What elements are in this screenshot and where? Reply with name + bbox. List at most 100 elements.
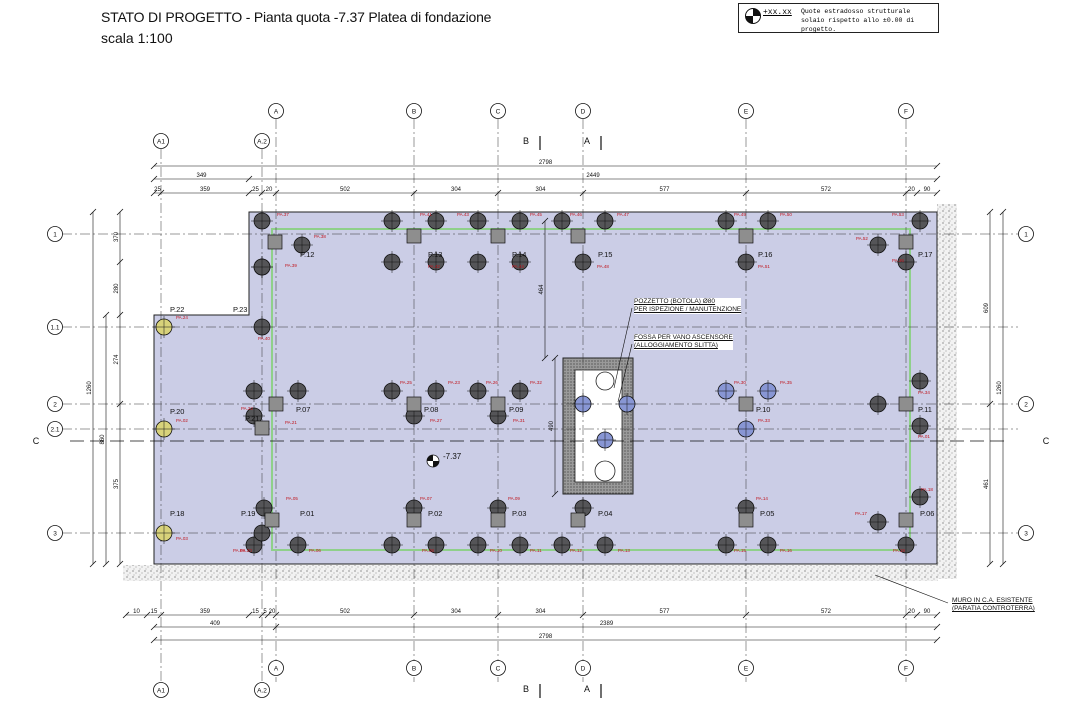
sump-ring bbox=[594, 460, 616, 482]
drawing-scale: scala 1:100 bbox=[101, 30, 173, 46]
dim-right-seg-value: 609 bbox=[984, 302, 990, 313]
pillar-label: P.20 bbox=[170, 407, 184, 416]
pile-label: PA.41 bbox=[420, 212, 432, 217]
pile-label: PA.16 bbox=[780, 548, 792, 553]
dim-right-seg-value: 461 bbox=[984, 478, 990, 489]
pillar-block bbox=[490, 512, 506, 528]
grid-label-col: A bbox=[274, 666, 279, 673]
dim-bottom-total-tick bbox=[150, 636, 158, 644]
dim-bottom-row1-tick bbox=[157, 611, 165, 619]
pillar-label: P.02 bbox=[428, 509, 442, 518]
dim-top-row3-tick bbox=[150, 189, 158, 197]
inspection-hatch bbox=[595, 371, 615, 391]
dim-bottom-row1-value: 5 bbox=[263, 609, 267, 615]
pillar-block bbox=[898, 396, 914, 412]
grid-bubble-col bbox=[490, 103, 506, 119]
dim-top-row3-tick bbox=[933, 189, 941, 197]
pillar-label: P.14 bbox=[512, 250, 526, 259]
pile-label: PA.07 bbox=[420, 496, 432, 501]
dim-left-inner-value: 860 bbox=[100, 434, 106, 445]
drawing-title: STATO DI PROGETTO - Pianta quota -7.37 P… bbox=[101, 9, 492, 25]
dim-left-seg-tick bbox=[116, 400, 124, 408]
pile-label: PA.10 bbox=[490, 548, 502, 553]
muro-leader bbox=[874, 574, 949, 604]
pile-label: PA.15 bbox=[734, 548, 746, 553]
dim-left-inner-tick bbox=[102, 311, 110, 319]
pillar-label: P.19 bbox=[241, 509, 255, 518]
dim-bottom-row1-tick bbox=[122, 611, 130, 619]
pile-label: PA.43 bbox=[457, 212, 469, 217]
pile-label: PA.47 bbox=[617, 212, 629, 217]
pile-label: PA.11 bbox=[530, 548, 542, 553]
dim-bottom-row1-value: 20 bbox=[908, 609, 915, 615]
dim-top-total-value: 2798 bbox=[539, 160, 553, 166]
dim-left-seg-tick bbox=[116, 560, 124, 568]
dim-pit-b-value: 490 bbox=[549, 420, 555, 431]
grid-label-col: E bbox=[744, 666, 749, 673]
pile-label: PA.23 bbox=[448, 380, 460, 385]
section-label: A bbox=[584, 136, 590, 146]
dim-top-row3-tick bbox=[902, 189, 910, 197]
pile-label: PA.49 bbox=[734, 212, 746, 217]
dim-top-row3-tick bbox=[272, 189, 280, 197]
pile-label: PA.25 bbox=[400, 380, 412, 385]
note-muro-line1: MURO IN C.A. ESISTENTE bbox=[952, 597, 1033, 604]
pile-label: PA.04 bbox=[233, 548, 245, 553]
pillar-block bbox=[490, 396, 506, 412]
dim-top-row3-value: 304 bbox=[535, 187, 546, 193]
grid-bubble-row bbox=[47, 319, 63, 335]
grid-bubble-col bbox=[575, 103, 591, 119]
dim-bottom-row1-value: 15 bbox=[151, 609, 158, 615]
dim-bottom-row1-tick bbox=[902, 611, 910, 619]
dim-top-row3-value: 572 bbox=[821, 187, 832, 193]
pile-label: PA.44 bbox=[512, 264, 524, 269]
pile-label: PA.37 bbox=[277, 212, 289, 217]
pillar-label: P.09 bbox=[509, 405, 523, 414]
pile-label: PA.34 bbox=[918, 390, 930, 395]
dim-bottom-row1-tick bbox=[579, 611, 587, 619]
pillar-block bbox=[406, 228, 422, 244]
pile-label: PA.31 bbox=[513, 418, 525, 423]
level-marker-value: -7.37 bbox=[443, 452, 462, 461]
section-label: B bbox=[523, 684, 529, 694]
soil-right bbox=[937, 204, 957, 579]
dim-left-seg-tick bbox=[116, 311, 124, 319]
legend-box: +xx.xx Quote estradosso strutturale sola… bbox=[738, 3, 939, 33]
dim-bottom-row1-value: 572 bbox=[821, 609, 832, 615]
grid-bubble-row bbox=[1018, 525, 1034, 541]
grid-label-col: A bbox=[274, 109, 279, 116]
dim-right-seg-tick bbox=[986, 208, 994, 216]
pile-label: PA.35 bbox=[780, 380, 792, 385]
grid-bubble-col bbox=[898, 103, 914, 119]
pillar-block bbox=[570, 512, 586, 528]
pile-label: PA.36 bbox=[892, 258, 904, 263]
fossa-leader bbox=[617, 343, 633, 403]
dim-bottom-row1-value: 304 bbox=[451, 609, 462, 615]
grid-bubble-col bbox=[406, 103, 422, 119]
dim-bottom-total-tick bbox=[933, 636, 941, 644]
dim-top-row3-value: 577 bbox=[659, 187, 670, 193]
pillar-label: P.15 bbox=[598, 250, 612, 259]
dim-bottom-row1-value: 577 bbox=[659, 609, 670, 615]
grid-label-row: 2 bbox=[1024, 402, 1028, 409]
pile-label: PA.40 bbox=[258, 336, 270, 341]
pillar-label: P.13 bbox=[428, 250, 442, 259]
dim-bottom-row1-tick bbox=[913, 611, 921, 619]
pillar-label: P.10 bbox=[756, 405, 770, 414]
grid-label-col: D bbox=[581, 109, 586, 116]
pillar-block bbox=[268, 396, 284, 412]
pillar-label: P.18 bbox=[170, 509, 184, 518]
grid-bubble-row bbox=[47, 396, 63, 412]
dim-bottom-row1-tick bbox=[245, 611, 253, 619]
pile-label: PA.06 bbox=[309, 548, 321, 553]
dim-top-row3-value: 20 bbox=[266, 187, 273, 193]
pillar-label: P.03 bbox=[512, 509, 526, 518]
dim-left-outer-tick bbox=[89, 560, 97, 568]
dim-pit-a-value: 464 bbox=[539, 284, 545, 295]
dim-bottom-row2-tick bbox=[272, 623, 280, 631]
grid-bubble-col bbox=[490, 660, 506, 676]
grid-bubble-col bbox=[268, 660, 284, 676]
level-marker-icon bbox=[745, 8, 761, 24]
pile-label: PA.24 bbox=[176, 315, 188, 320]
grid-label-col: D bbox=[581, 666, 586, 673]
